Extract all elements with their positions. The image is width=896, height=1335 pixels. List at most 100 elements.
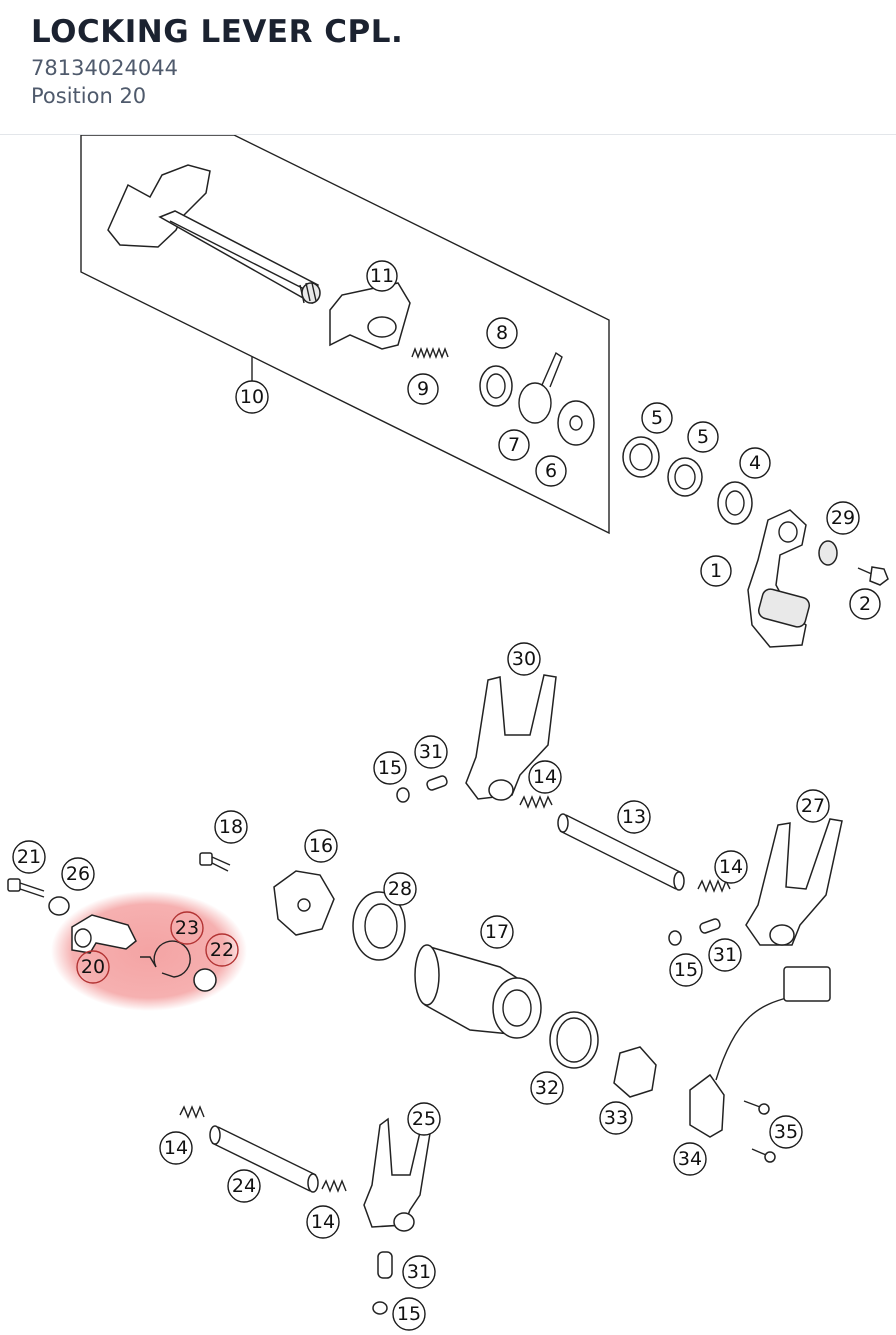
part-21-bolt (7, 878, 45, 898)
callout-9[interactable]: 9 (407, 373, 439, 405)
callout-14a[interactable]: 14 (528, 760, 562, 794)
callout-15c[interactable]: 15 (392, 1297, 426, 1331)
svg-text:18: 18 (219, 816, 243, 838)
part-32-ring (549, 1011, 599, 1069)
callout-28[interactable]: 28 (383, 872, 417, 906)
part-30-shift-fork (465, 674, 557, 801)
callout-29[interactable]: 29 (826, 501, 860, 535)
part-position: Position 20 (31, 84, 147, 108)
part-15a-pin (396, 787, 410, 803)
part-31c-roller (377, 1251, 393, 1279)
svg-text:2: 2 (859, 593, 871, 615)
part-31b-roller (699, 918, 721, 934)
part-2-bolt (857, 566, 889, 586)
callout-33[interactable]: 33 (599, 1101, 633, 1135)
svg-text:10: 10 (240, 386, 264, 408)
svg-text:8: 8 (496, 322, 508, 344)
svg-text:5: 5 (697, 426, 709, 448)
callout-6[interactable]: 6 (535, 455, 567, 487)
callout-23[interactable]: 23 (170, 911, 204, 945)
svg-text:31: 31 (713, 944, 737, 966)
part-14b-spring (697, 879, 731, 893)
svg-text:29: 29 (831, 507, 855, 529)
part-35-bolts (743, 1100, 776, 1163)
svg-text:22: 22 (210, 939, 234, 961)
part-17-shift-drum (414, 944, 542, 1039)
shift-shaft (107, 164, 321, 305)
callout-31a[interactable]: 31 (414, 735, 448, 769)
callout-5b[interactable]: 5 (687, 421, 719, 453)
svg-text:20: 20 (81, 956, 105, 978)
callout-16[interactable]: 16 (304, 829, 338, 863)
svg-text:30: 30 (512, 648, 536, 670)
svg-text:35: 35 (774, 1121, 798, 1143)
svg-text:14: 14 (533, 766, 557, 788)
callout-11[interactable]: 11 (366, 260, 398, 292)
callout-24[interactable]: 24 (227, 1169, 261, 1203)
part-31a-roller (426, 775, 448, 791)
callout-4[interactable]: 4 (739, 447, 771, 479)
svg-text:15: 15 (397, 1303, 421, 1325)
part-14c-spring (179, 1105, 205, 1119)
callout-13[interactable]: 13 (617, 800, 651, 834)
svg-text:14: 14 (164, 1137, 188, 1159)
callout-35[interactable]: 35 (769, 1115, 803, 1149)
callout-1[interactable]: 1 (700, 555, 732, 587)
part-14a-spring (519, 795, 553, 809)
callout-30[interactable]: 30 (507, 642, 541, 676)
part-title: LOCKING LEVER CPL. (31, 14, 404, 50)
part-14d-spring (321, 1179, 347, 1193)
callout-5a[interactable]: 5 (641, 402, 673, 434)
part-15c-pin (372, 1301, 388, 1315)
callout-15a[interactable]: 15 (373, 751, 407, 785)
part-26-washer (48, 896, 70, 916)
part-5b-bushing (667, 457, 703, 497)
callout-8[interactable]: 8 (486, 317, 518, 349)
callout-10[interactable]: 10 (235, 380, 269, 414)
callout-14d[interactable]: 14 (306, 1205, 340, 1239)
svg-text:27: 27 (801, 795, 825, 817)
svg-text:9: 9 (417, 378, 429, 400)
part-4-seal (717, 481, 753, 525)
callout-22[interactable]: 22 (205, 933, 239, 967)
svg-text:34: 34 (678, 1148, 702, 1170)
part-25-shift-fork (363, 1113, 433, 1232)
callout-2[interactable]: 2 (849, 588, 881, 620)
part-13-rod (557, 813, 685, 891)
svg-text:14: 14 (311, 1211, 335, 1233)
svg-text:26: 26 (66, 863, 90, 885)
callout-31c[interactable]: 31 (402, 1255, 436, 1289)
callout-25[interactable]: 25 (407, 1102, 441, 1136)
part-16-plate (273, 870, 335, 936)
callout-34[interactable]: 34 (673, 1142, 707, 1176)
exploded-parts-diagram: 11 8 9 10 7 6 5 5 4 29 1 2 30 15 31 14 1… (7, 135, 889, 1331)
callout-15b[interactable]: 15 (669, 953, 703, 987)
svg-text:17: 17 (485, 921, 509, 943)
svg-text:32: 32 (535, 1077, 559, 1099)
part-29-washer (818, 540, 838, 566)
svg-text:1: 1 (710, 560, 722, 582)
callout-14c[interactable]: 14 (159, 1131, 193, 1165)
callout-18[interactable]: 18 (214, 810, 248, 844)
svg-text:16: 16 (309, 835, 333, 857)
callout-14b[interactable]: 14 (714, 850, 748, 884)
part-9-spring (411, 347, 449, 359)
callout-21[interactable]: 21 (12, 840, 46, 874)
svg-text:15: 15 (674, 959, 698, 981)
svg-text:15: 15 (378, 757, 402, 779)
part-6-washer (557, 400, 595, 446)
callout-7[interactable]: 7 (498, 429, 530, 461)
part-5a-bushing (622, 436, 660, 478)
callout-20[interactable]: 20 (76, 950, 110, 984)
assembly-frame (80, 135, 610, 535)
callout-26[interactable]: 26 (61, 857, 95, 891)
callout-32[interactable]: 32 (530, 1071, 564, 1105)
callout-27[interactable]: 27 (796, 789, 830, 823)
part-22-bushing (193, 968, 217, 992)
callout-17[interactable]: 17 (480, 915, 514, 949)
svg-text:13: 13 (622, 806, 646, 828)
part-1-shift-lever (747, 509, 811, 648)
part-34-sensor (689, 966, 831, 1138)
callout-31b[interactable]: 31 (708, 938, 742, 972)
svg-text:24: 24 (232, 1175, 256, 1197)
